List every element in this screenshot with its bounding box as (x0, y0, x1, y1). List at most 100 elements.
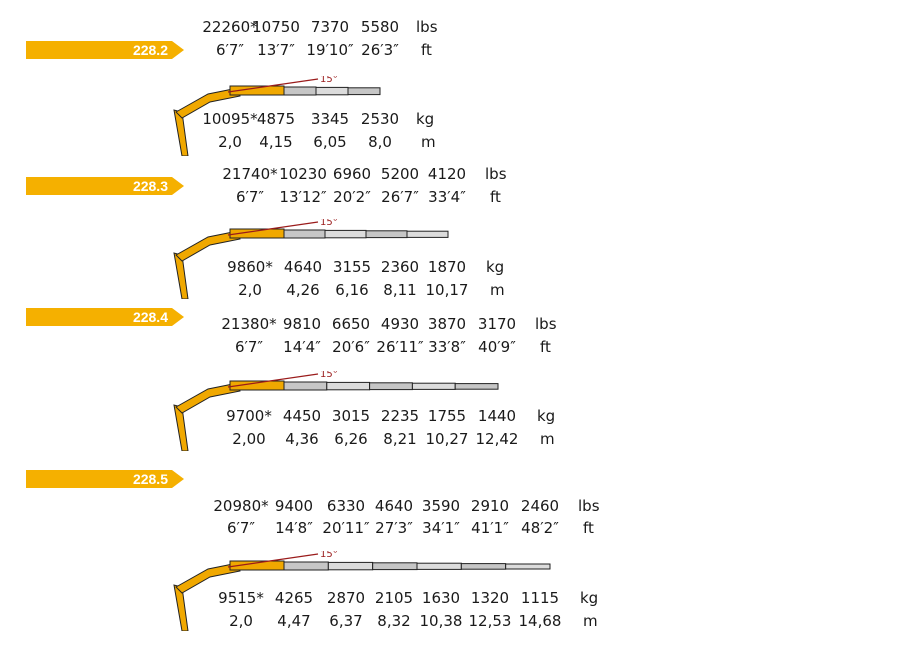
telescope-section (283, 229, 326, 239)
telescope-section (327, 561, 374, 571)
tag-arrow-icon (26, 41, 184, 59)
model-tag: 228.3 (26, 177, 184, 195)
kg-value: 1870 (427, 258, 467, 276)
ft-value: 19′10″ (306, 41, 354, 59)
m-value: 6,26 (334, 430, 368, 448)
ft-value: 26′3″ (361, 41, 399, 59)
lbs-value: 6330 (326, 497, 366, 515)
ft-value: 20′6″ (332, 338, 370, 356)
telescope-section (347, 87, 381, 96)
ft-value: 13′7″ (257, 41, 295, 59)
telescope-section (365, 230, 408, 239)
m-value: 8,21 (383, 430, 417, 448)
lbs-value: 21380* (221, 315, 277, 333)
lbs-value: 6960 (332, 165, 372, 183)
model-name: 228.3 (132, 178, 168, 194)
ft-value: 13′12″ (279, 188, 327, 206)
model-tag: 228.4 (26, 308, 184, 326)
angle-reference-line (227, 373, 319, 388)
telescope-section (326, 381, 371, 391)
crane-boom-diagram: 15° (173, 219, 449, 299)
telescope-section (283, 561, 329, 571)
crane-boom-diagram: 15° (173, 551, 551, 631)
m-value: 8,11 (383, 281, 417, 299)
lbs-unit-label: lbs (416, 18, 438, 36)
lbs-unit-label: lbs (485, 165, 507, 183)
lbs-value: 22260* (202, 18, 258, 36)
ft-value: 6′7″ (234, 338, 264, 356)
kg-value: 3345 (310, 110, 350, 128)
lbs-unit-label: lbs (535, 315, 557, 333)
m-value: 4,47 (277, 612, 311, 630)
lbs-value: 7370 (310, 18, 350, 36)
m-value: 6,05 (313, 133, 347, 151)
ft-value: 40′9″ (478, 338, 516, 356)
m-value: 2,0 (218, 133, 242, 151)
kg-value: 1755 (427, 407, 467, 425)
kg-unit-label: kg (580, 589, 599, 607)
m-unit-label: m (490, 281, 505, 299)
model-tag: 228.5 (26, 470, 184, 488)
telescope-section (411, 382, 456, 390)
kg-value: 9700* (226, 407, 272, 425)
ft-value: 26′7″ (381, 188, 419, 206)
ft-value: 48′2″ (521, 519, 559, 537)
telescope-section (460, 563, 507, 570)
ft-value: 6′7″ (235, 188, 265, 206)
kg-value: 4875 (256, 110, 296, 128)
lbs-value: 4640 (374, 497, 414, 515)
kg-unit-label: kg (416, 110, 435, 128)
m-value: 10,27 (425, 430, 469, 448)
m-value: 8,32 (377, 612, 411, 630)
lbs-row: 22260*10750 7370 5580 lbs (0, 17, 905, 37)
model-name: 228.2 (132, 42, 168, 58)
angle-reference-line (227, 553, 319, 568)
m-unit-label: m (421, 133, 436, 151)
m-value: 2,00 (232, 430, 266, 448)
ft-value: 14′4″ (283, 338, 321, 356)
lbs-value: 5580 (360, 18, 400, 36)
ft-value: 20′11″ (322, 519, 370, 537)
tag-arrow-icon (26, 308, 184, 326)
lbs-value: 4120 (427, 165, 467, 183)
angle-reference-line (227, 78, 319, 93)
lbs-value: 3170 (477, 315, 517, 333)
kg-value: 9860* (227, 258, 273, 276)
kg-value: 10095* (202, 110, 258, 128)
kg-value: 4450 (282, 407, 322, 425)
lbs-value: 2460 (520, 497, 560, 515)
m-value: 14,68 (518, 612, 562, 630)
telescope-section (454, 383, 499, 390)
ft-value: 27′3″ (375, 519, 413, 537)
angle-label: 15° (320, 76, 338, 85)
kg-value: 3015 (331, 407, 371, 425)
crane-boom-diagram: 15° (173, 371, 499, 451)
telescope-section (372, 562, 418, 571)
lbs-value: 9810 (282, 315, 322, 333)
m-value: 8,0 (368, 133, 392, 151)
model-tag: 228.2 (26, 41, 184, 59)
ft-value: 26′11″ (376, 338, 424, 356)
kg-value: 1115 (520, 589, 560, 607)
ft-value: 33′8″ (428, 338, 466, 356)
ft-unit-label: ft (540, 338, 551, 356)
angle-label: 15° (320, 371, 338, 380)
ft-row: 6′7″14′8″20′11″27′3″34′1″41′1″48′2″ft (0, 518, 905, 538)
m-value: 2,0 (238, 281, 262, 299)
lbs-value: 3870 (427, 315, 467, 333)
m-value: 12,53 (468, 612, 512, 630)
ft-value: 34′1″ (422, 519, 460, 537)
m-value: 10,17 (425, 281, 469, 299)
lbs-value: 10750 (252, 18, 300, 36)
